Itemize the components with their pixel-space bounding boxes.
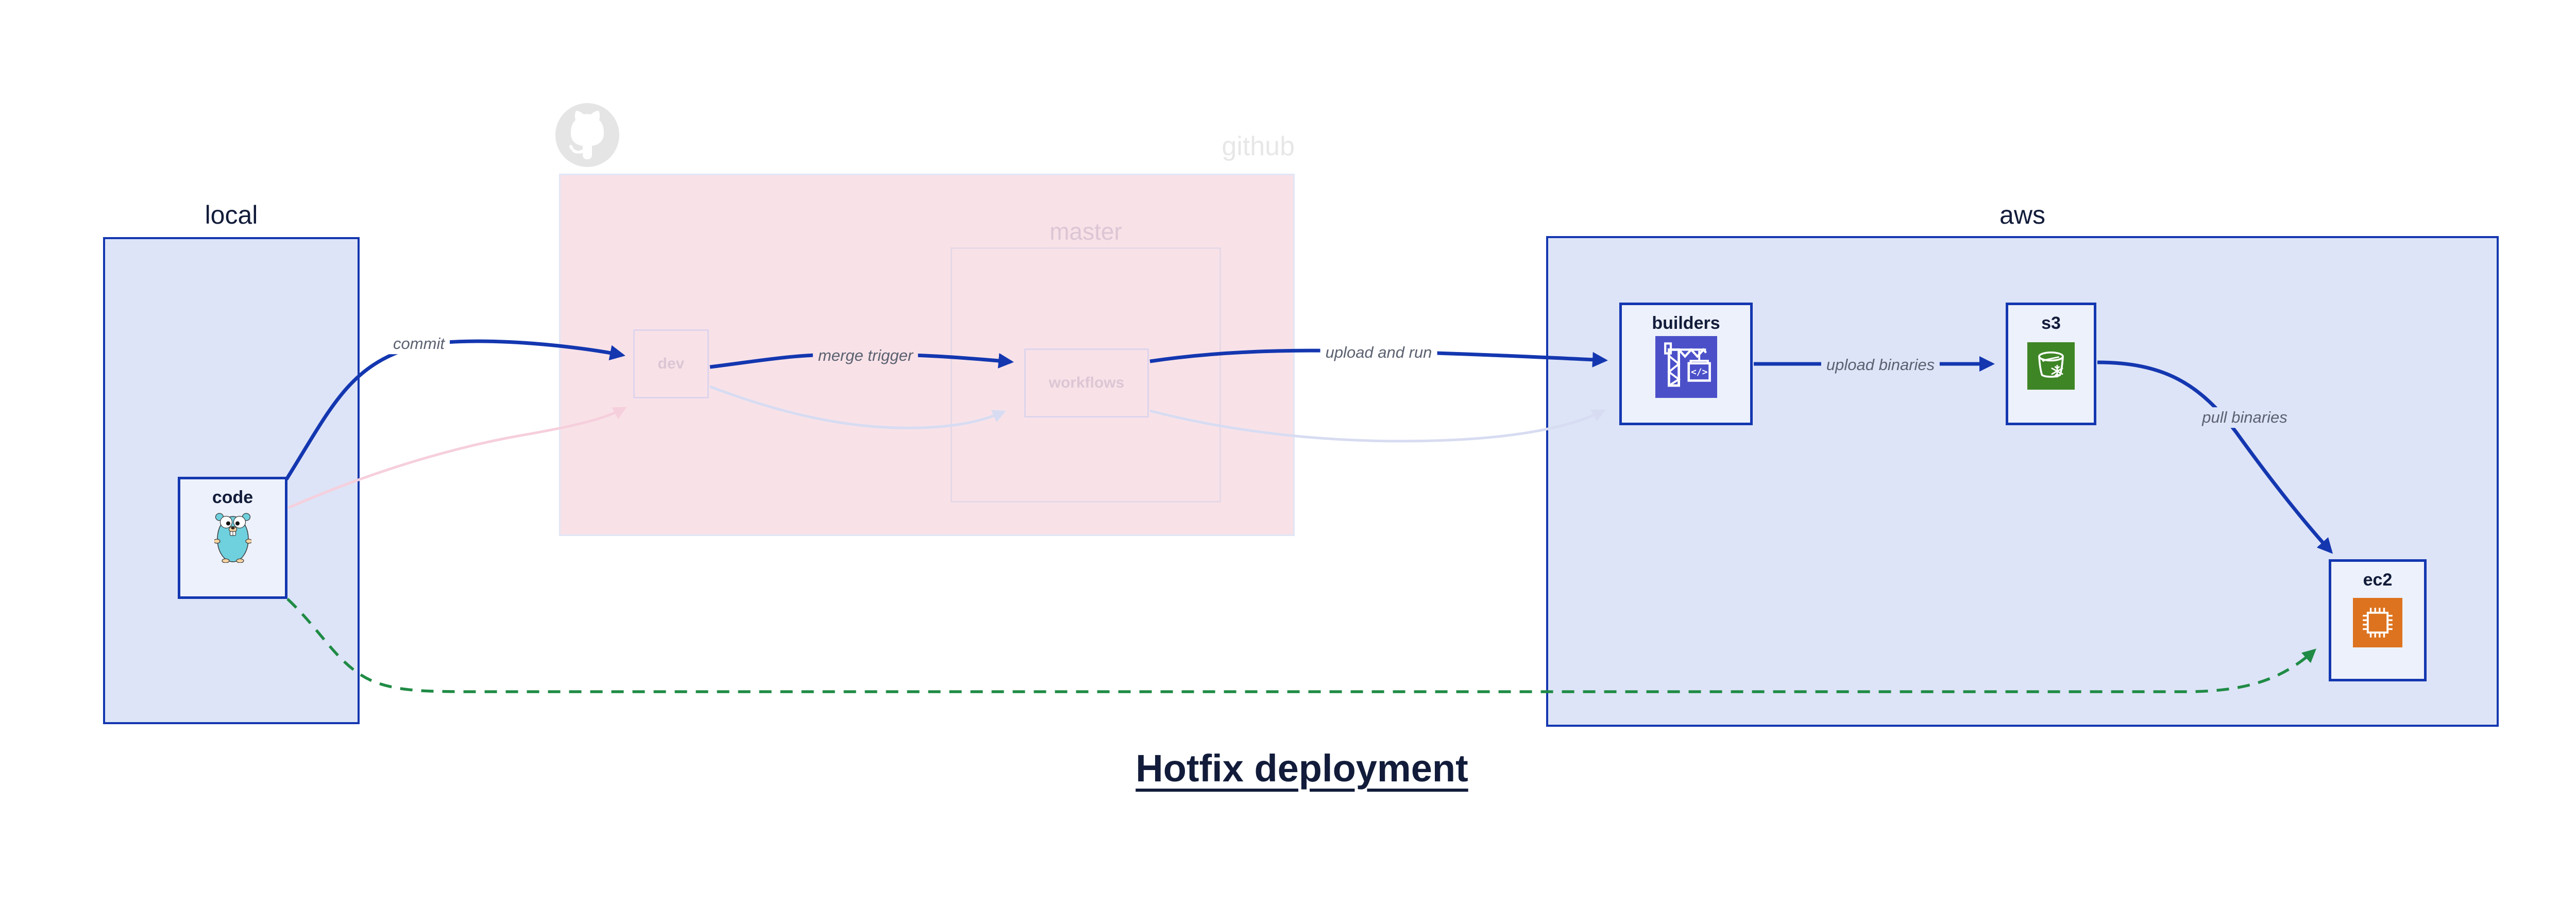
- zone-local-label: local: [205, 201, 258, 229]
- edge-merge-faded-arrow: [709, 385, 1006, 429]
- node-ec2-label: ec2: [2363, 570, 2393, 590]
- ec2-chip-icon: [2353, 598, 2402, 647]
- diagram-title: Hotfix deployment: [1136, 747, 1468, 790]
- node-builders: builders </>: [1619, 303, 1753, 425]
- edge-upload-faded-arrow: [1149, 409, 1606, 443]
- edge-pull-binaries-arrow: [2097, 360, 2333, 554]
- edge-pull-binaries-label: pull binaries: [2197, 407, 2293, 428]
- zone-github-label: github: [1222, 131, 1295, 161]
- edge-merge-trigger-label: merge trigger: [812, 345, 919, 366]
- edge-commit-arrow: [285, 339, 625, 480]
- node-code: code: [178, 477, 287, 599]
- zone-master-label: master: [1049, 218, 1122, 245]
- node-workflows: workflows: [1024, 348, 1149, 417]
- s3-bucket-icon: [2027, 342, 2075, 390]
- edge-commit-label: commit: [388, 333, 450, 354]
- edge-upload-and-run-label: upload and run: [1320, 342, 1437, 363]
- node-dev: dev: [633, 329, 709, 398]
- node-ec2: ec2: [2329, 559, 2427, 681]
- github-octocat-icon: [555, 103, 619, 167]
- codebuild-crane-icon: </>: [1655, 336, 1717, 398]
- node-builders-label: builders: [1652, 313, 1720, 333]
- edge-upload-binaries-label: upload binaries: [1821, 355, 1940, 375]
- svg-text:</>: </>: [1690, 367, 1707, 378]
- node-s3-label: s3: [2041, 313, 2061, 333]
- zone-aws-label: aws: [1999, 201, 2045, 229]
- node-workflows-label: workflows: [1048, 374, 1125, 391]
- edge-hotfix-dashed-arrow: [286, 597, 2317, 693]
- go-gopher-icon: [214, 513, 251, 563]
- zone-master: [951, 247, 1221, 503]
- node-code-label: code: [212, 488, 253, 507]
- node-s3: s3: [2006, 303, 2096, 425]
- node-dev-label: dev: [657, 355, 685, 372]
- edge-commit-faded-arrow: [287, 407, 627, 509]
